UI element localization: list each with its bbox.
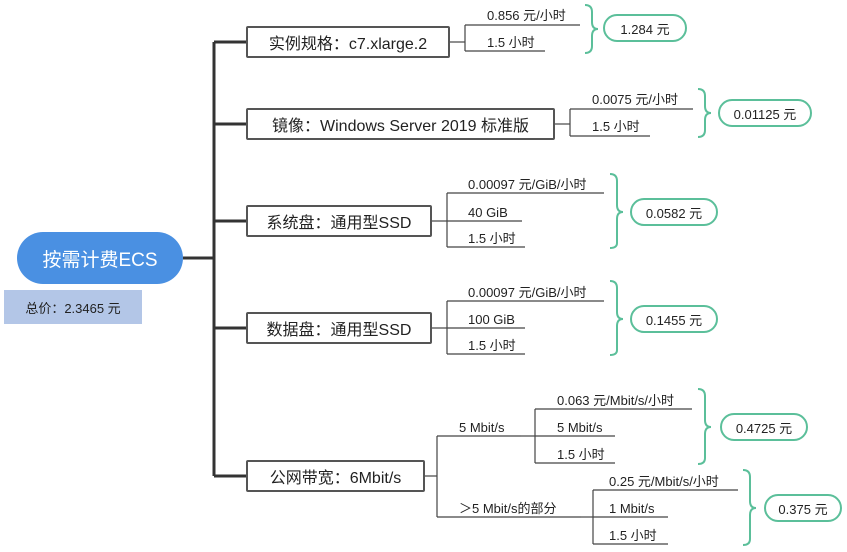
instance-result-label: 1.284 元 — [620, 21, 670, 37]
root-label: 按需计费ECS — [42, 249, 158, 271]
data-disk-label: 数据盘：通用型SSD — [266, 322, 412, 339]
data-disk-result-label: 0.1455 元 — [645, 312, 703, 328]
data-disk-size: 100 GiB — [468, 312, 515, 327]
tier2-size: 1 Mbit/s — [609, 501, 655, 516]
data-disk-result: 0.1455 元 — [630, 305, 718, 333]
image-hours: 1.5 小时 — [592, 119, 640, 134]
instance-price: 0.856 元/小时 — [487, 8, 566, 23]
image-result: 0.01125 元 — [718, 99, 812, 127]
tier2-result: 0.375 元 — [764, 494, 842, 522]
system-disk-size: 40 GiB — [468, 205, 508, 220]
instance-result: 1.284 元 — [603, 14, 687, 42]
total-price-label: 总价：2.3465 元 — [25, 300, 121, 316]
tier1-price: 0.063 元/Mbit/s/小时 — [557, 393, 675, 408]
instance-label: 实例规格：c7.xlarge.2 — [268, 36, 428, 53]
root-node: 按需计费ECS — [17, 232, 183, 284]
image-label: 镜像：Windows Server 2019 标准版 — [272, 118, 529, 135]
instance-node: 实例规格：c7.xlarge.2 — [246, 26, 450, 58]
system-disk-node: 系统盘：通用型SSD — [246, 205, 432, 237]
bandwidth-tier1-label: 5 Mbit/s — [459, 420, 505, 435]
tier2-hours: 1.5 小时 — [609, 528, 657, 543]
system-disk-hours: 1.5 小时 — [468, 231, 516, 246]
bandwidth-tier2-label: ＞5 Mbit/s的部分 — [459, 501, 557, 516]
tier2-price: 0.25 元/Mbit/s/小时 — [609, 474, 719, 489]
tier1-hours: 1.5 小时 — [557, 447, 605, 462]
bandwidth-label: 公网带宽：6Mbit/s — [269, 470, 402, 487]
system-disk-result: 0.0582 元 — [630, 198, 718, 226]
image-node: 镜像：Windows Server 2019 标准版 — [246, 108, 555, 140]
data-disk-node: 数据盘：通用型SSD — [246, 312, 432, 344]
image-result-label: 0.01125 元 — [733, 106, 797, 122]
system-disk-price: 0.00097 元/GiB/小时 — [468, 177, 587, 192]
instance-hours: 1.5 小时 — [487, 35, 535, 50]
tier1-result-label: 0.4725 元 — [735, 420, 793, 436]
system-disk-label: 系统盘：通用型SSD — [266, 215, 412, 232]
image-price: 0.0075 元/小时 — [592, 92, 678, 107]
data-disk-price: 0.00097 元/GiB/小时 — [468, 285, 587, 300]
bandwidth-node: 公网带宽：6Mbit/s — [246, 460, 425, 492]
tier2-result-label: 0.375 元 — [778, 501, 828, 517]
total-price: 总价：2.3465 元 — [4, 290, 142, 324]
tier1-size: 5 Mbit/s — [557, 420, 603, 435]
system-disk-result-label: 0.0582 元 — [645, 205, 703, 221]
tier1-result: 0.4725 元 — [720, 413, 808, 441]
data-disk-hours: 1.5 小时 — [468, 338, 516, 353]
